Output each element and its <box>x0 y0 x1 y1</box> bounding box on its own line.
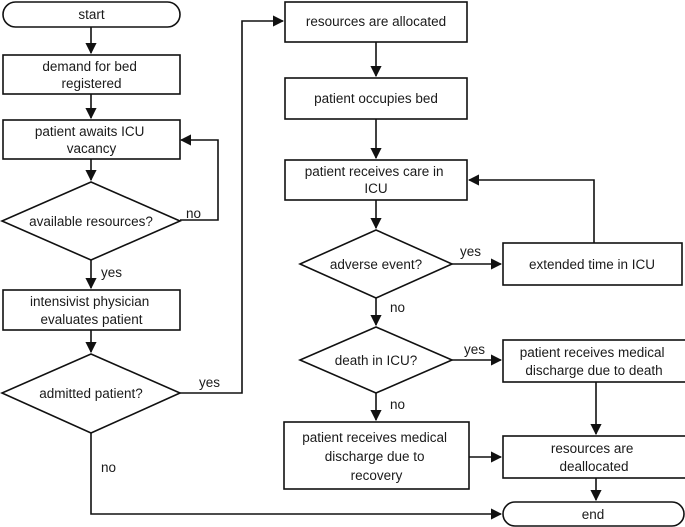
edge-available-no-loop <box>179 134 219 221</box>
start-label: start <box>78 7 105 22</box>
deallocated-process <box>502 435 685 479</box>
edge-extended-care <box>467 174 595 243</box>
deallocated-label: resources are deallocated <box>551 441 637 474</box>
available-yes-label: yes <box>101 265 122 280</box>
evaluates-label-line-2: evaluates patient <box>40 312 142 327</box>
edge-admitted-no <box>90 433 503 520</box>
discharge-recovery-label-line-2: discharge due to <box>325 449 425 464</box>
death-decision <box>297 326 455 394</box>
deallocated-label-line-2: deallocated <box>559 459 628 474</box>
awaits-process <box>2 119 181 160</box>
evaluates-label-line-1: intensivist physician <box>30 294 149 309</box>
extended-process <box>502 242 683 286</box>
demand-label: demand for bed registered <box>42 59 140 91</box>
extended-label: extended time in ICU <box>529 257 655 272</box>
death-no-label: no <box>390 397 405 412</box>
admitted-decision <box>0 353 182 434</box>
adverse-decision <box>298 229 454 299</box>
demand-label-line-2: registered <box>61 76 121 91</box>
adverse-yes-label: yes <box>460 244 481 259</box>
care-process <box>284 159 468 201</box>
allocated-process <box>284 1 468 43</box>
awaits-label-line-2: vacancy <box>67 141 117 156</box>
admitted-label: admitted patient? <box>39 386 143 401</box>
awaits-label: patient awaits ICU vacancy <box>35 124 148 156</box>
adverse-no-label: no <box>390 300 405 315</box>
allocated-label: resources are allocated <box>306 14 446 29</box>
discharge-recovery-process <box>283 421 470 490</box>
evaluates-label: intensivist physician evaluates patient <box>30 294 153 327</box>
awaits-label-line-1: patient awaits ICU <box>35 124 145 139</box>
care-label-line-2: ICU <box>364 181 387 196</box>
adverse-label: adverse event? <box>330 257 422 272</box>
care-label: patient receives care in ICU <box>305 164 448 196</box>
edge-labels: no yes yes no yes no yes no <box>101 206 485 475</box>
deallocated-label-line-1: resources are <box>551 441 634 456</box>
occupies-process <box>284 77 468 120</box>
discharge-recovery-label-line-1: patient receives medical <box>302 430 447 445</box>
discharge-recovery-label-line-3: recovery <box>351 468 403 483</box>
evaluates-process <box>2 289 181 331</box>
discharge-death-label: patient receives medical discharge due t… <box>520 345 669 378</box>
end-terminal <box>502 501 685 527</box>
edges <box>85 15 602 520</box>
end-label: end <box>582 507 605 522</box>
death-label: death in ICU? <box>335 353 418 368</box>
demand-process <box>2 54 181 95</box>
available-decision <box>0 181 182 261</box>
admitted-yes-label: yes <box>199 375 220 390</box>
available-label: available resources? <box>29 214 153 229</box>
admitted-no-label: no <box>101 460 116 475</box>
death-yes-label: yes <box>464 342 485 357</box>
care-label-line-1: patient receives care in <box>305 164 444 179</box>
discharge-death-label-line-2: discharge due to death <box>525 363 662 378</box>
start-terminal <box>2 1 181 28</box>
demand-label-line-1: demand for bed <box>42 59 137 74</box>
available-no-label: no <box>186 206 201 221</box>
discharge-death-label-line-1: patient receives medical <box>520 345 665 360</box>
edge-admitted-yes <box>180 15 285 394</box>
discharge-recovery-label: patient receives medical discharge due t… <box>302 430 451 483</box>
discharge-death-process <box>502 339 685 383</box>
occupies-label: patient occupies bed <box>314 91 438 106</box>
